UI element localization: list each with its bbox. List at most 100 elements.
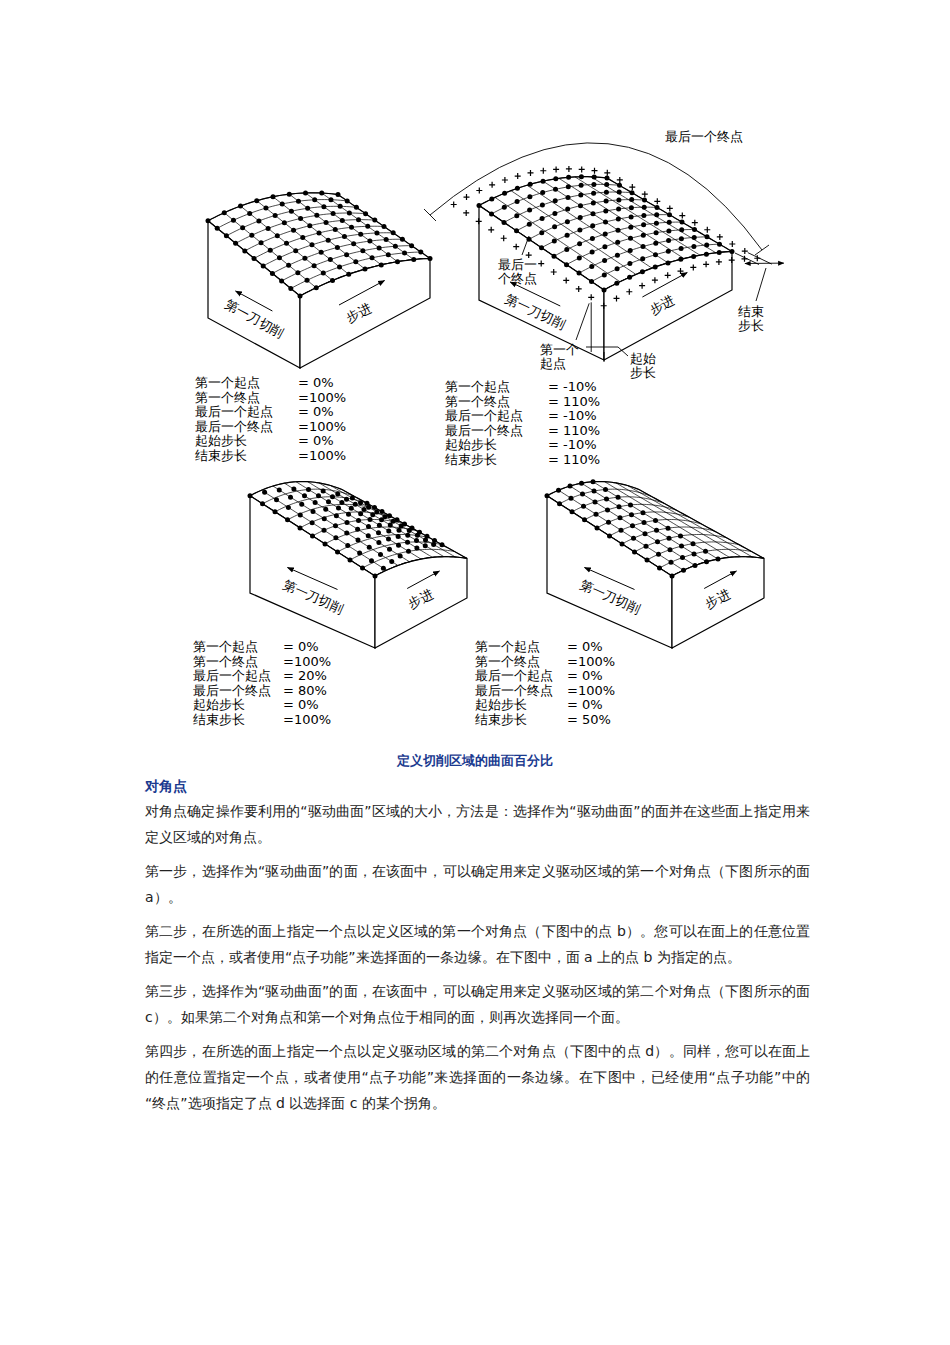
- cut-point: [717, 242, 722, 247]
- cut-point: [322, 516, 327, 521]
- cut-point: [678, 533, 683, 538]
- extended-point: [604, 170, 610, 176]
- parameter-name: 第一个终点: [475, 655, 540, 669]
- parameter-value: = 110%: [548, 424, 600, 438]
- cut-point: [321, 271, 326, 276]
- parameter-value: = -10%: [548, 438, 597, 452]
- cut-point: [704, 559, 709, 564]
- extended-point: [717, 234, 723, 240]
- cut-point: [273, 509, 278, 514]
- grid-line: [554, 222, 682, 256]
- cut-point: [657, 565, 662, 570]
- cut-point: [502, 191, 507, 196]
- cut-point: [330, 278, 335, 283]
- extended-point: [654, 198, 660, 204]
- cut-point: [231, 218, 236, 223]
- cut-point: [355, 527, 360, 532]
- callout-label: 第一个起点: [540, 343, 582, 371]
- extension-line: [591, 302, 592, 352]
- step-direction-label: 步进: [647, 292, 677, 317]
- grid-line: [217, 200, 347, 229]
- cut-point: [632, 549, 637, 554]
- cut-point: [365, 224, 370, 229]
- extended-point: [538, 261, 544, 267]
- grid-line: [542, 215, 670, 248]
- cut-point: [356, 217, 361, 222]
- cut-point: [666, 249, 671, 254]
- body-text: 对角点确定操作要利用的“驱动曲面”区域的大小，方法是：选择作为“驱动曲面”的面并…: [145, 798, 810, 1124]
- cut-point: [602, 272, 607, 277]
- cut-point: [356, 518, 361, 523]
- extended-point: [489, 182, 495, 188]
- cut-point: [605, 176, 610, 181]
- grid-line: [273, 197, 365, 269]
- parameter-value: = 0%: [567, 698, 603, 712]
- cut-point: [577, 241, 582, 246]
- parameter-name: 最后一个起点: [193, 669, 271, 683]
- cut-point: [312, 263, 317, 268]
- grid-line: [592, 244, 720, 281]
- grid-line: [306, 193, 398, 262]
- dimension-arc: [430, 143, 762, 250]
- parameter-name: 第一个起点: [195, 376, 260, 390]
- extended-point: [639, 283, 645, 289]
- side-face: [604, 252, 732, 361]
- cut-point: [570, 509, 575, 514]
- cut-point: [557, 501, 562, 506]
- extended-point: [588, 294, 594, 300]
- cut-point: [291, 228, 296, 233]
- cut-point: [393, 244, 398, 249]
- cut-point: [224, 233, 229, 238]
- cut-point: [589, 264, 594, 269]
- cut-point: [679, 236, 684, 241]
- cut-point: [679, 246, 684, 251]
- extended-point: [678, 268, 684, 274]
- grid-line: [224, 213, 316, 288]
- cut-point: [284, 241, 289, 246]
- cut-point: [423, 543, 428, 548]
- parameter-name: 结束步长: [445, 453, 497, 467]
- cut-point: [252, 256, 257, 261]
- cut-point: [249, 233, 254, 238]
- cut-point: [641, 213, 646, 218]
- cut-point: [604, 496, 609, 501]
- cut-point: [616, 217, 621, 222]
- grid-line: [236, 213, 366, 243]
- extended-point: [476, 218, 482, 224]
- cut-point: [372, 218, 377, 223]
- cut-point: [328, 197, 333, 202]
- grid-line: [338, 195, 430, 259]
- grid-line: [375, 557, 467, 576]
- side-face: [375, 557, 467, 648]
- cut-point: [262, 490, 267, 495]
- cut-point: [527, 222, 532, 227]
- cut-point: [298, 294, 303, 299]
- cut-point: [362, 507, 367, 512]
- cut-point: [326, 499, 331, 504]
- cut-point: [678, 257, 683, 262]
- parameter-name: 最后一个起点: [195, 405, 273, 419]
- callout-label: 最后一个终点: [665, 130, 743, 144]
- cut-point: [653, 265, 658, 270]
- cut-point: [604, 182, 609, 187]
- cut-point: [552, 224, 557, 229]
- grid-line: [492, 184, 620, 214]
- cut-point: [215, 226, 220, 231]
- step-direction-arrow: [407, 571, 439, 589]
- cut-point: [282, 220, 287, 225]
- cut-point: [373, 574, 378, 579]
- cut-point: [514, 213, 519, 218]
- cut-point: [565, 233, 570, 238]
- leader-line: [756, 268, 766, 301]
- grid-line: [660, 549, 752, 568]
- cut-point: [628, 236, 633, 241]
- parameter-name: 最后一个起点: [445, 409, 523, 423]
- parameter-name: 最后一个终点: [475, 684, 553, 698]
- cut-point: [603, 220, 608, 225]
- extended-point: [540, 168, 546, 174]
- cut-point: [692, 227, 697, 232]
- dimension-tick: [755, 245, 769, 255]
- parameter-value: =100%: [283, 713, 331, 727]
- cut-point: [593, 499, 598, 504]
- cut-point: [335, 549, 340, 554]
